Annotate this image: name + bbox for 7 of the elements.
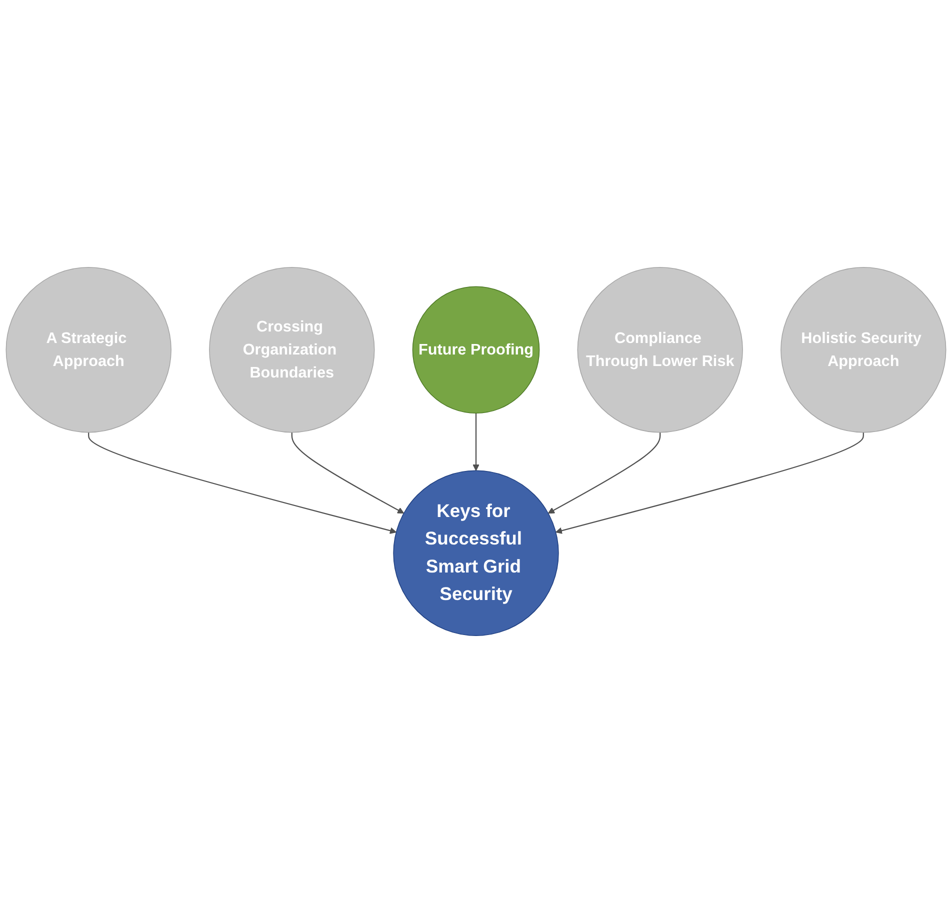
node-circle: Future Proofing bbox=[412, 286, 540, 414]
arrow bbox=[291, 432, 404, 514]
node-circle: Keys for Successful Smart Grid Security bbox=[393, 470, 559, 636]
arrow bbox=[472, 413, 480, 471]
arrow bbox=[88, 432, 397, 534]
arrow bbox=[555, 432, 864, 534]
arrow bbox=[548, 432, 661, 514]
